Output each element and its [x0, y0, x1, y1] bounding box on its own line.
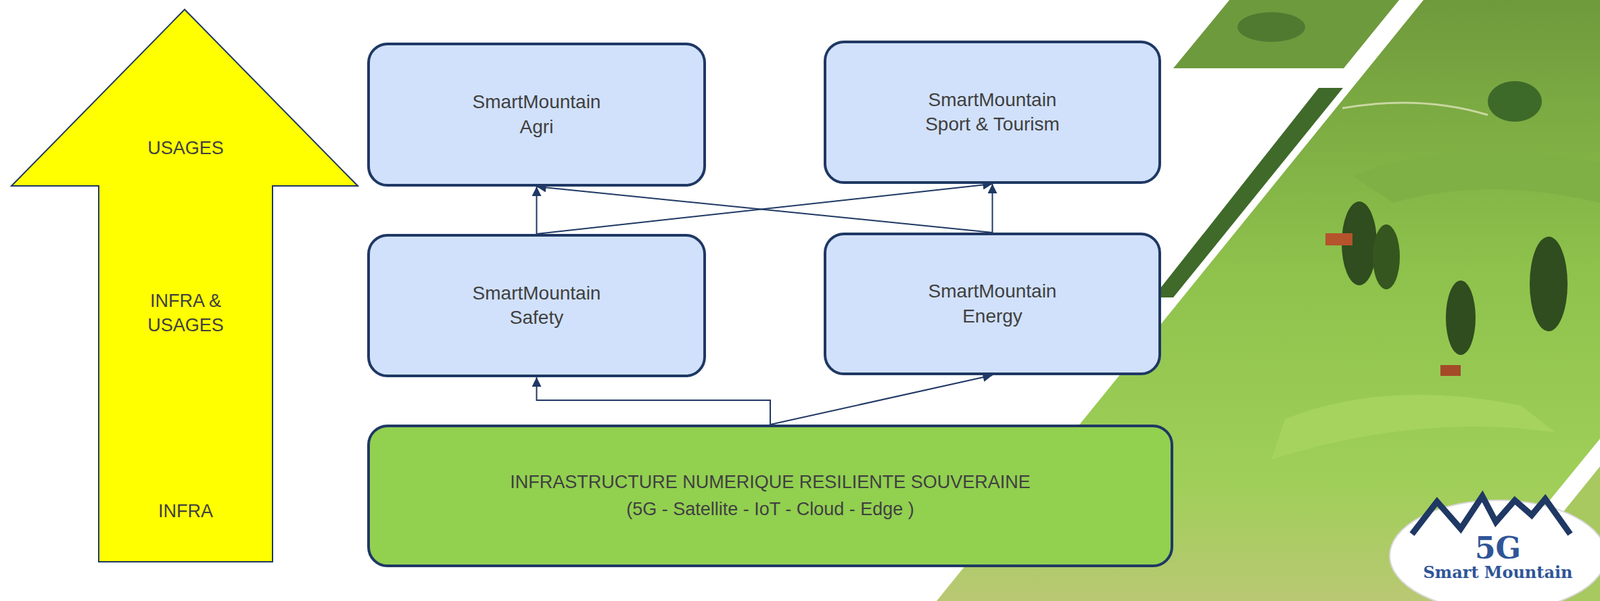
layer-label: INFRA & USAGES: [118, 288, 254, 339]
connector-arrow: [536, 186, 993, 233]
arrow-shape: [10, 8, 360, 564]
box-text: INFRASTRUCTURE NUMERIQUE RESILIENTE SOUV…: [509, 469, 1031, 496]
infra-usage-box: SmartMountain Energy: [823, 232, 1162, 376]
tree: [1529, 236, 1568, 332]
connector-arrow: [536, 186, 538, 234]
chalet: [1325, 233, 1353, 246]
connector-arrow: [992, 183, 994, 233]
box-title: SmartMountain Sport & Tourism: [922, 87, 1064, 138]
infra-usage-box: SmartMountain Safety: [367, 233, 707, 378]
layer-arrow: USAGES INFRA & USAGES INFRA: [10, 8, 360, 564]
photo-strip: [1153, 87, 1344, 298]
logo-name: Smart Mountain: [1396, 563, 1600, 581]
road: [1342, 102, 1488, 115]
hill-ridge: [1352, 151, 1600, 203]
logo-text: 5GSmart Mountain: [1396, 532, 1600, 581]
logo-mountains: [1412, 496, 1571, 535]
infrastructure-box: INFRASTRUCTURE NUMERIQUE RESILIENTE SOUV…: [367, 424, 1174, 568]
layer-label: INFRA: [104, 499, 268, 524]
tree: [1237, 12, 1306, 42]
connector-arrow: [536, 377, 771, 425]
box-title: SmartMountain Energy: [925, 279, 1060, 329]
chalet: [1440, 365, 1461, 376]
connector-arrow: [770, 375, 993, 425]
box-title: SmartMountain Agri: [469, 89, 604, 140]
usage-box: SmartMountain Sport & Tourism: [823, 40, 1162, 184]
tree: [1372, 224, 1400, 290]
layer-label: USAGES: [104, 135, 268, 161]
photo-strip: [1173, 0, 1400, 69]
logo-mark: 5G: [1396, 532, 1600, 564]
arrow-outline: [11, 9, 358, 562]
connector-arrow: [536, 183, 993, 234]
usage-box: SmartMountain Agri: [367, 42, 707, 187]
box-title: SmartMountain Safety: [469, 281, 604, 331]
meadow: [1271, 394, 1556, 460]
tree: [1487, 81, 1542, 122]
tree: [1445, 280, 1476, 356]
box-text: (5G - Satellite - IoT - Cloud - Edge ): [626, 496, 915, 523]
